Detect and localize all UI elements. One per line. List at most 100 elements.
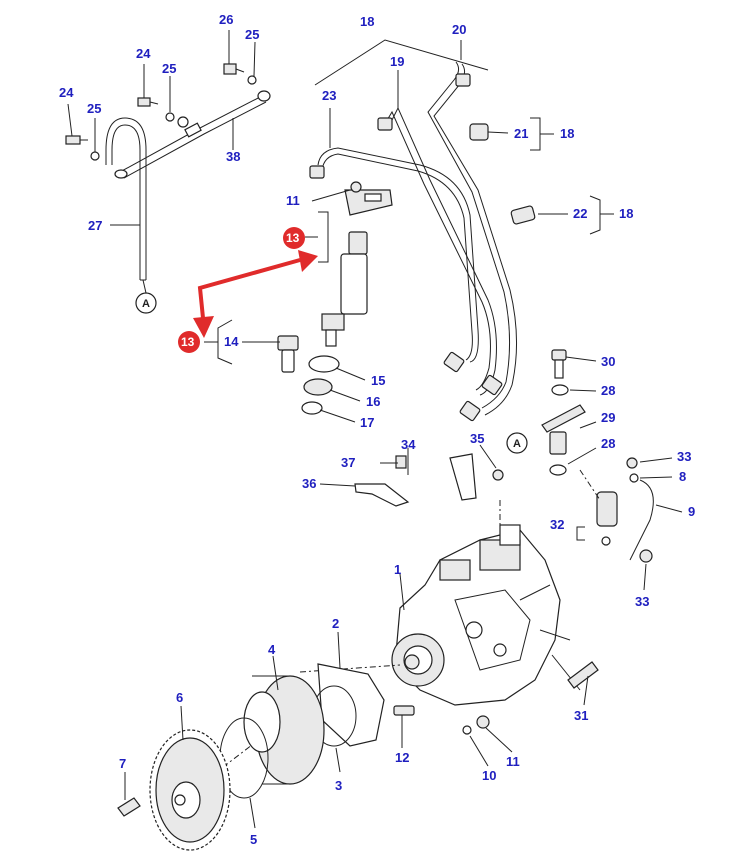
injector-nozzle-14 xyxy=(204,319,299,373)
callout-15: 15 xyxy=(371,373,385,388)
terminal-8 xyxy=(629,473,639,483)
callout-10: 10 xyxy=(482,768,496,783)
callout-11-bottom: 11 xyxy=(506,754,520,769)
washer-28-top xyxy=(551,384,569,396)
callout-19: 19 xyxy=(390,54,404,69)
pipe-nut-23 xyxy=(309,165,325,179)
callout-1: 1 xyxy=(394,562,401,577)
pipe-clamp-21 xyxy=(469,123,509,141)
pipe-nut-19 xyxy=(377,117,393,131)
banjo-bolt-24-left xyxy=(65,135,88,145)
reference-a-bottom-circle xyxy=(506,432,528,454)
callout-28-top: 28 xyxy=(601,383,615,398)
wire-9 xyxy=(629,479,654,561)
washer-25-middle xyxy=(165,112,175,122)
callout-28-bottom: 28 xyxy=(601,436,615,451)
bracket-18-clamp-22 xyxy=(589,195,614,235)
washer-28-bottom xyxy=(549,464,567,476)
bolt-31 xyxy=(567,661,599,689)
fuel-injector-13 xyxy=(193,189,393,347)
callout-9: 9 xyxy=(688,504,695,519)
banjo-bolt-30 xyxy=(551,349,567,361)
callout-30: 30 xyxy=(601,354,615,369)
callout-4: 4 xyxy=(268,642,276,657)
callout-6: 6 xyxy=(176,690,183,705)
callout-27: 27 xyxy=(88,218,102,233)
highlight-badge-13-nozzle: 13 xyxy=(178,331,200,353)
injection-pump-1 xyxy=(179,469,601,801)
callout-3: 3 xyxy=(335,778,342,793)
banjo-bolt-26 xyxy=(223,63,245,75)
callout-34: 34 xyxy=(401,437,416,452)
bracket-18-clamp-21 xyxy=(530,117,554,151)
callout-11-top: 11 xyxy=(286,193,300,208)
banjo-fitting-29 xyxy=(541,404,586,433)
injector-pipe-19 xyxy=(391,106,497,396)
callout-7: 7 xyxy=(119,756,126,771)
nut-11-top xyxy=(350,181,362,193)
throttle-lever-assembly xyxy=(354,453,504,507)
callout-8: 8 xyxy=(679,469,686,484)
washer-17 xyxy=(301,401,323,415)
drive-gear-6 xyxy=(149,729,231,851)
reference-a-top: A xyxy=(142,298,150,310)
callout-33-top: 33 xyxy=(677,449,691,464)
callout-25-right: 25 xyxy=(245,27,259,42)
callout-24-left: 24 xyxy=(59,85,74,100)
nut-33-top xyxy=(626,457,638,469)
callout-37: 37 xyxy=(341,455,355,470)
callout-12: 12 xyxy=(395,750,409,765)
stop-solenoid-32 xyxy=(596,491,618,527)
callout-14: 14 xyxy=(224,334,239,349)
callout-35: 35 xyxy=(470,431,484,446)
callout-36: 36 xyxy=(302,476,316,491)
seal-ring-15 xyxy=(308,355,340,373)
bracket-18-top xyxy=(314,39,489,86)
banjo-fittings: A xyxy=(506,349,586,476)
leader-lines xyxy=(67,30,683,829)
callout-21: 21 xyxy=(514,126,528,141)
callout-13-injector: 13 xyxy=(286,231,300,245)
nut-11-bottom xyxy=(476,715,490,729)
screw-37 xyxy=(395,455,407,469)
gasket-2 xyxy=(317,663,385,747)
bracket-34 xyxy=(449,453,477,501)
return-pipe-27 xyxy=(111,124,141,280)
washer-10 xyxy=(462,725,472,735)
bracket-13-nozzle xyxy=(204,319,233,365)
callout-25-middle: 25 xyxy=(162,61,176,76)
pipe-nut-20 xyxy=(455,73,471,87)
callout-23: 23 xyxy=(322,88,336,103)
callout-16: 16 xyxy=(366,394,380,409)
callout-26: 26 xyxy=(219,12,233,27)
callout-labels: 1 2 3 4 5 6 7 8 9 10 11 11 12 13 13 14 1… xyxy=(59,12,695,847)
reference-a-bottom: A xyxy=(513,438,521,450)
callout-13-nozzle: 13 xyxy=(181,335,195,349)
washer-16 xyxy=(303,378,333,396)
callout-32: 32 xyxy=(550,517,564,532)
callout-20: 20 xyxy=(452,22,466,37)
solenoid-and-hose xyxy=(576,457,654,563)
callout-17: 17 xyxy=(360,415,374,430)
stud-12 xyxy=(393,705,415,716)
bracket-13-injector xyxy=(305,211,329,263)
callout-18-clamp-21: 18 xyxy=(560,126,574,141)
drive-hub-4 xyxy=(243,675,325,785)
callout-31: 31 xyxy=(574,708,588,723)
callout-22: 22 xyxy=(573,206,587,221)
callout-38: 38 xyxy=(226,149,240,164)
injector-pipes xyxy=(309,39,614,422)
pipe-clamp-22 xyxy=(510,205,568,225)
red-indicator-arrow xyxy=(197,258,301,319)
injector-pipe-23 xyxy=(317,147,479,363)
callout-5: 5 xyxy=(250,832,257,847)
highlight-badge-13-injector: 13 xyxy=(283,227,305,249)
nut-33-bottom xyxy=(639,549,653,563)
callout-29: 29 xyxy=(601,410,615,425)
washer-25-left xyxy=(90,151,100,161)
callout-33-bottom: 33 xyxy=(635,594,649,609)
lever-36 xyxy=(354,483,410,507)
callout-2: 2 xyxy=(332,616,339,631)
callout-18-clamp-22: 18 xyxy=(619,206,633,221)
